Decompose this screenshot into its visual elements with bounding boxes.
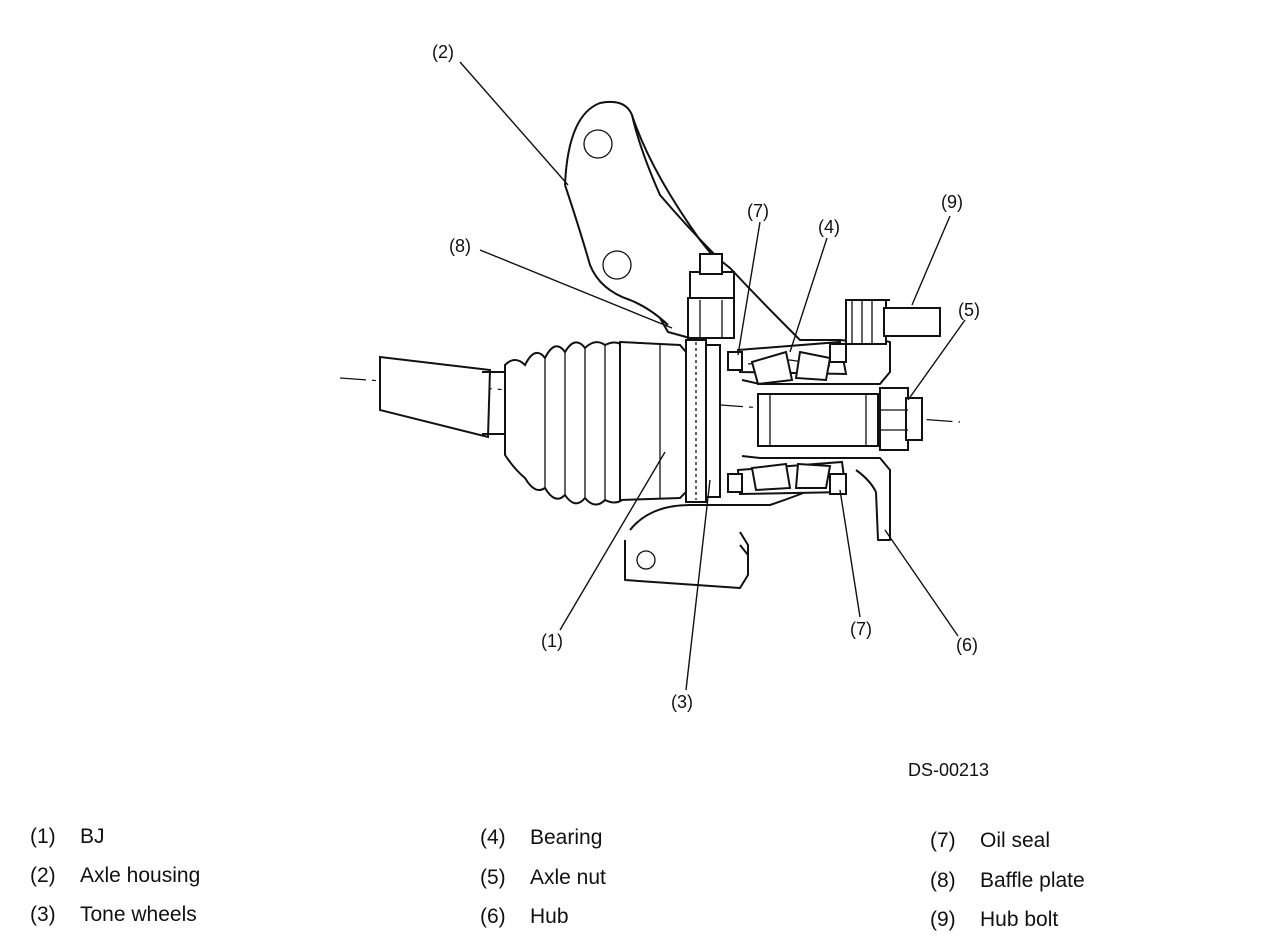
figure-id: DS-00213 [908, 760, 990, 780]
legend-item-oil-seal: (7) Oil seal [930, 829, 1050, 853]
legend-label: Hub bolt [980, 908, 1059, 931]
bj-outer-race [619, 340, 687, 502]
leader-lines [459, 61, 966, 691]
callout-5: (5) [958, 300, 980, 320]
legend-label: Axle housing [80, 864, 201, 887]
axle-shaft [379, 355, 521, 439]
callout-4: (4) [818, 217, 840, 237]
hub-bolt [845, 299, 941, 345]
sensor-stud [687, 253, 735, 339]
legend-num: (1) [30, 825, 56, 848]
callout-8: (8) [449, 236, 471, 256]
legend-item-baffle-plate: (8) Baffle plate [930, 869, 1085, 893]
legend-num: (2) [30, 864, 56, 887]
legend-item-bj: (1) BJ [30, 825, 105, 849]
legend-label: Axle nut [530, 866, 606, 889]
callout-9: (9) [941, 192, 963, 212]
legend-item-bearing: (4) Bearing [480, 826, 602, 850]
callout-6: (6) [956, 635, 978, 655]
bearing-upper [736, 340, 848, 386]
legend-num: (5) [480, 866, 506, 889]
legend-num: (3) [30, 903, 56, 926]
legend-item-hub-bolt: (9) Hub bolt [930, 908, 1058, 932]
baffle-plate [659, 317, 691, 339]
legend-num: (8) [930, 869, 956, 892]
callout-1: (1) [541, 631, 563, 651]
legend-item-axle-housing: (2) Axle housing [30, 864, 200, 888]
oil-seal-inner [727, 351, 743, 493]
callout-7-bottom: (7) [850, 619, 872, 639]
legend-item-hub: (6) Hub [480, 905, 569, 929]
callout-3: (3) [671, 692, 693, 712]
legend-label: Oil seal [980, 829, 1051, 852]
legend-label: Bearing [530, 826, 603, 849]
axle-nut [879, 387, 923, 451]
legend-num: (6) [480, 905, 506, 928]
legend-label: Hub [530, 905, 569, 928]
callout-2: (2) [432, 42, 454, 62]
legend-label: Tone wheels [80, 903, 197, 926]
legend-label: BJ [80, 825, 105, 848]
callout-7-top: (7) [747, 201, 769, 221]
oil-seal-outer [829, 343, 847, 495]
legend-num: (9) [930, 908, 956, 931]
legend-num: (7) [930, 829, 956, 852]
legend-label: Baffle plate [980, 869, 1085, 892]
boot-bellows [504, 341, 623, 506]
legend-item-tone-wheels: (3) Tone wheels [30, 903, 197, 927]
tone-wheel [685, 339, 721, 503]
legend-item-axle-nut: (5) Axle nut [480, 866, 606, 890]
legend-num: (4) [480, 826, 506, 849]
